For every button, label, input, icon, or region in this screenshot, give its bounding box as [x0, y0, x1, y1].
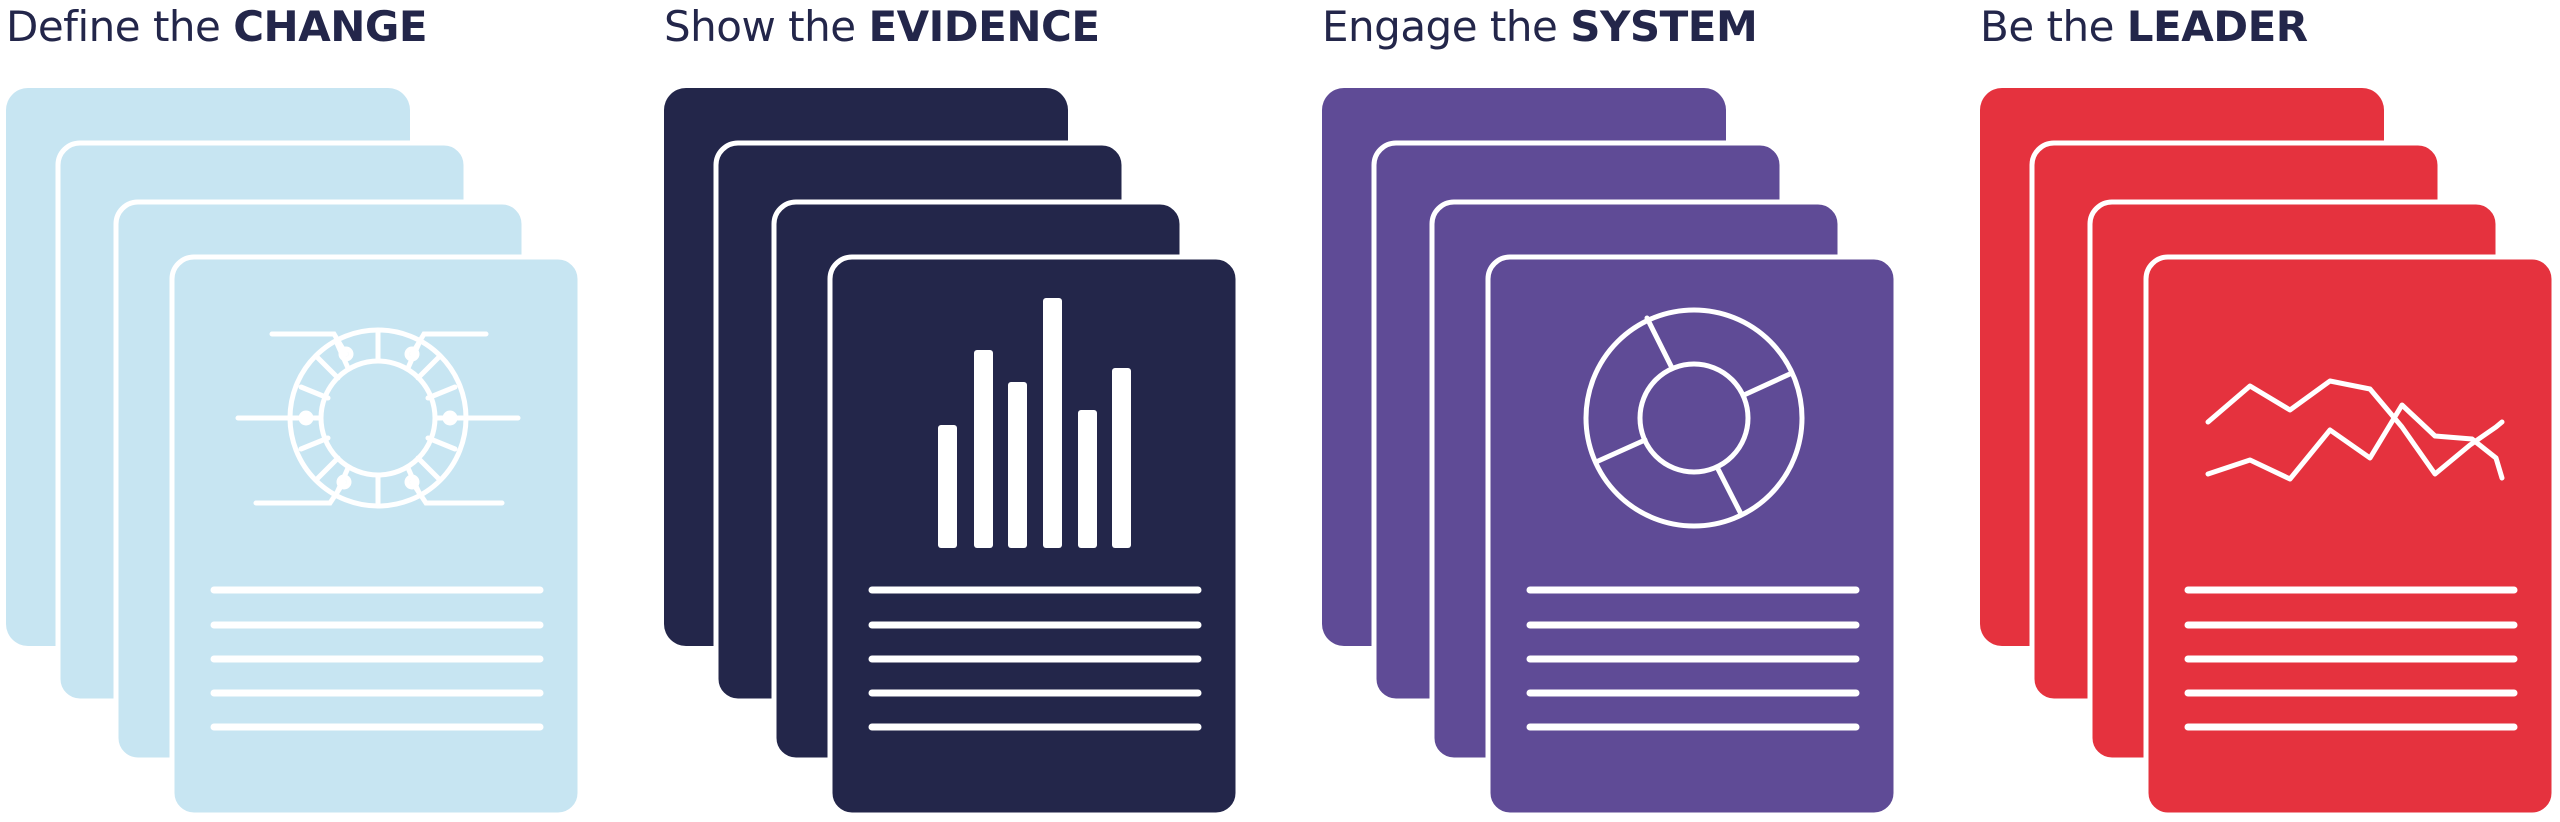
- donut-chart-icon: [1583, 307, 1805, 529]
- title-prefix: Engage the: [1322, 2, 1558, 51]
- group-title: Be the LEADER: [1980, 2, 2308, 52]
- title-keyword: SYSTEM: [1570, 2, 1758, 51]
- document-card-4: [1485, 254, 1899, 818]
- stacked-cards: [1322, 88, 1899, 818]
- text-lines: [1526, 586, 1860, 731]
- title-prefix: Be the: [1980, 2, 2114, 51]
- stacked-cards: [1980, 88, 2557, 818]
- group-define-the-change: Define the CHANGE: [0, 0, 620, 822]
- cycle-gear-icon: [235, 327, 521, 509]
- document-card-4: [827, 254, 1241, 818]
- group-engage-the-system: Engage the SYSTEM: [1316, 0, 1936, 822]
- group-title: Define the CHANGE: [6, 2, 428, 52]
- document-card-4: [2143, 254, 2557, 818]
- text-lines: [868, 586, 1202, 731]
- title-keyword: CHANGE: [233, 2, 428, 51]
- group-be-the-leader: Be the LEADER: [1974, 0, 2560, 822]
- line-chart-icon: [2205, 378, 2505, 482]
- group-title: Engage the SYSTEM: [1322, 2, 1758, 52]
- title-keyword: EVIDENCE: [868, 2, 1100, 51]
- title-keyword: LEADER: [2126, 2, 2308, 51]
- text-lines: [2184, 586, 2518, 731]
- document-stack: [1980, 88, 2557, 818]
- bar-chart-icon: [938, 298, 1131, 548]
- document-card-4: [169, 254, 583, 818]
- stacked-cards: [6, 88, 583, 818]
- title-prefix: Define the: [6, 2, 221, 51]
- text-lines: [210, 586, 544, 731]
- document-stack: [664, 88, 1241, 818]
- document-stack: [1322, 88, 1899, 818]
- group-show-the-evidence: Show the EVIDENCE: [658, 0, 1278, 822]
- title-prefix: Show the: [664, 2, 856, 51]
- stacked-cards: [664, 88, 1241, 818]
- document-stack: [6, 88, 583, 818]
- group-title: Show the EVIDENCE: [664, 2, 1100, 52]
